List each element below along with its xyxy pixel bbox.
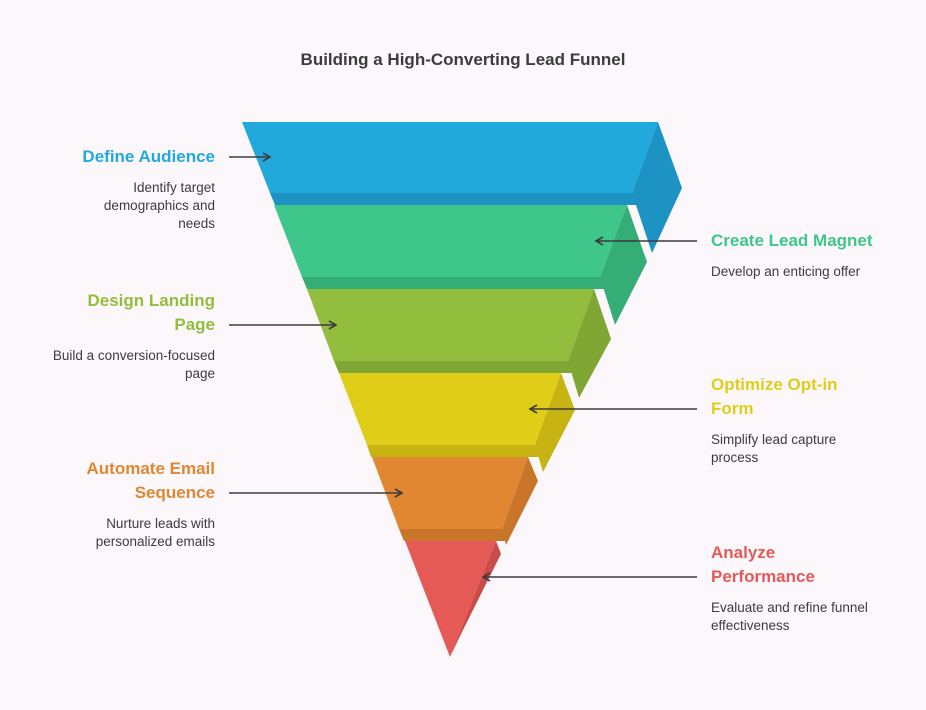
stage-heading: Define Audience [82,147,215,166]
stage-design-landing-page: Design Landing Page Build a conversion-f… [15,289,215,383]
layer-side [632,122,682,253]
layer-side [600,205,647,325]
stage-optimize-opt-in-form: Optimize Opt-in Form Simplify lead captu… [711,373,911,467]
layer-bottom [302,277,610,289]
layer-front [339,373,561,445]
layer-side [568,289,611,398]
funnel-layer-automate-email-sequence [372,457,538,545]
layer-bottom [270,193,645,205]
stage-automate-email-sequence: Automate Email Sequence Nurture leads wi… [15,457,215,551]
layer-front [307,289,594,361]
layer-side [535,373,575,472]
stage-description: Build a conversion-focused page [52,348,215,381]
stage-heading: Optimize Opt-in Form [711,375,838,418]
stage-description: Evaluate and refine funnel effectiveness [711,600,868,633]
funnel-layer-optimize-opt-in-form [339,373,575,472]
stage-description: Develop an enticing offer [711,264,861,279]
diagram-title: Building a High-Converting Lead Funnel [300,50,626,69]
stage-heading: Automate Email Sequence [86,459,215,502]
stage-create-lead-magnet: Create Lead Magnet Develop an enticing o… [711,229,911,281]
funnel-layer-design-landing-page [307,289,611,398]
funnel-layer-analyze-performance [405,541,501,657]
stage-description: Nurture leads with personalized emails [95,516,215,549]
funnel-layer-create-lead-magnet [274,205,647,325]
layer-side [450,541,501,657]
layer-side [502,457,538,545]
stage-analyze-performance: Analyze Performance Evaluate and refine … [711,541,911,635]
stage-heading: Analyze Performance [711,543,815,586]
layer-bottom [367,445,541,457]
funnel-layer-define-audience [242,122,682,253]
stage-heading: Create Lead Magnet [711,231,873,250]
layer-bottom [334,361,576,373]
layer-front [274,205,627,277]
stage-description: Identify target demographics and needs [103,180,215,231]
layer-front [405,541,496,657]
stage-description: Simplify lead capture process [711,432,837,465]
layer-bottom [399,529,506,541]
layer-front [242,122,658,193]
layer-front [372,457,528,529]
stage-define-audience: Define Audience Identify target demograp… [15,145,215,233]
stage-heading: Design Landing Page [87,291,216,334]
